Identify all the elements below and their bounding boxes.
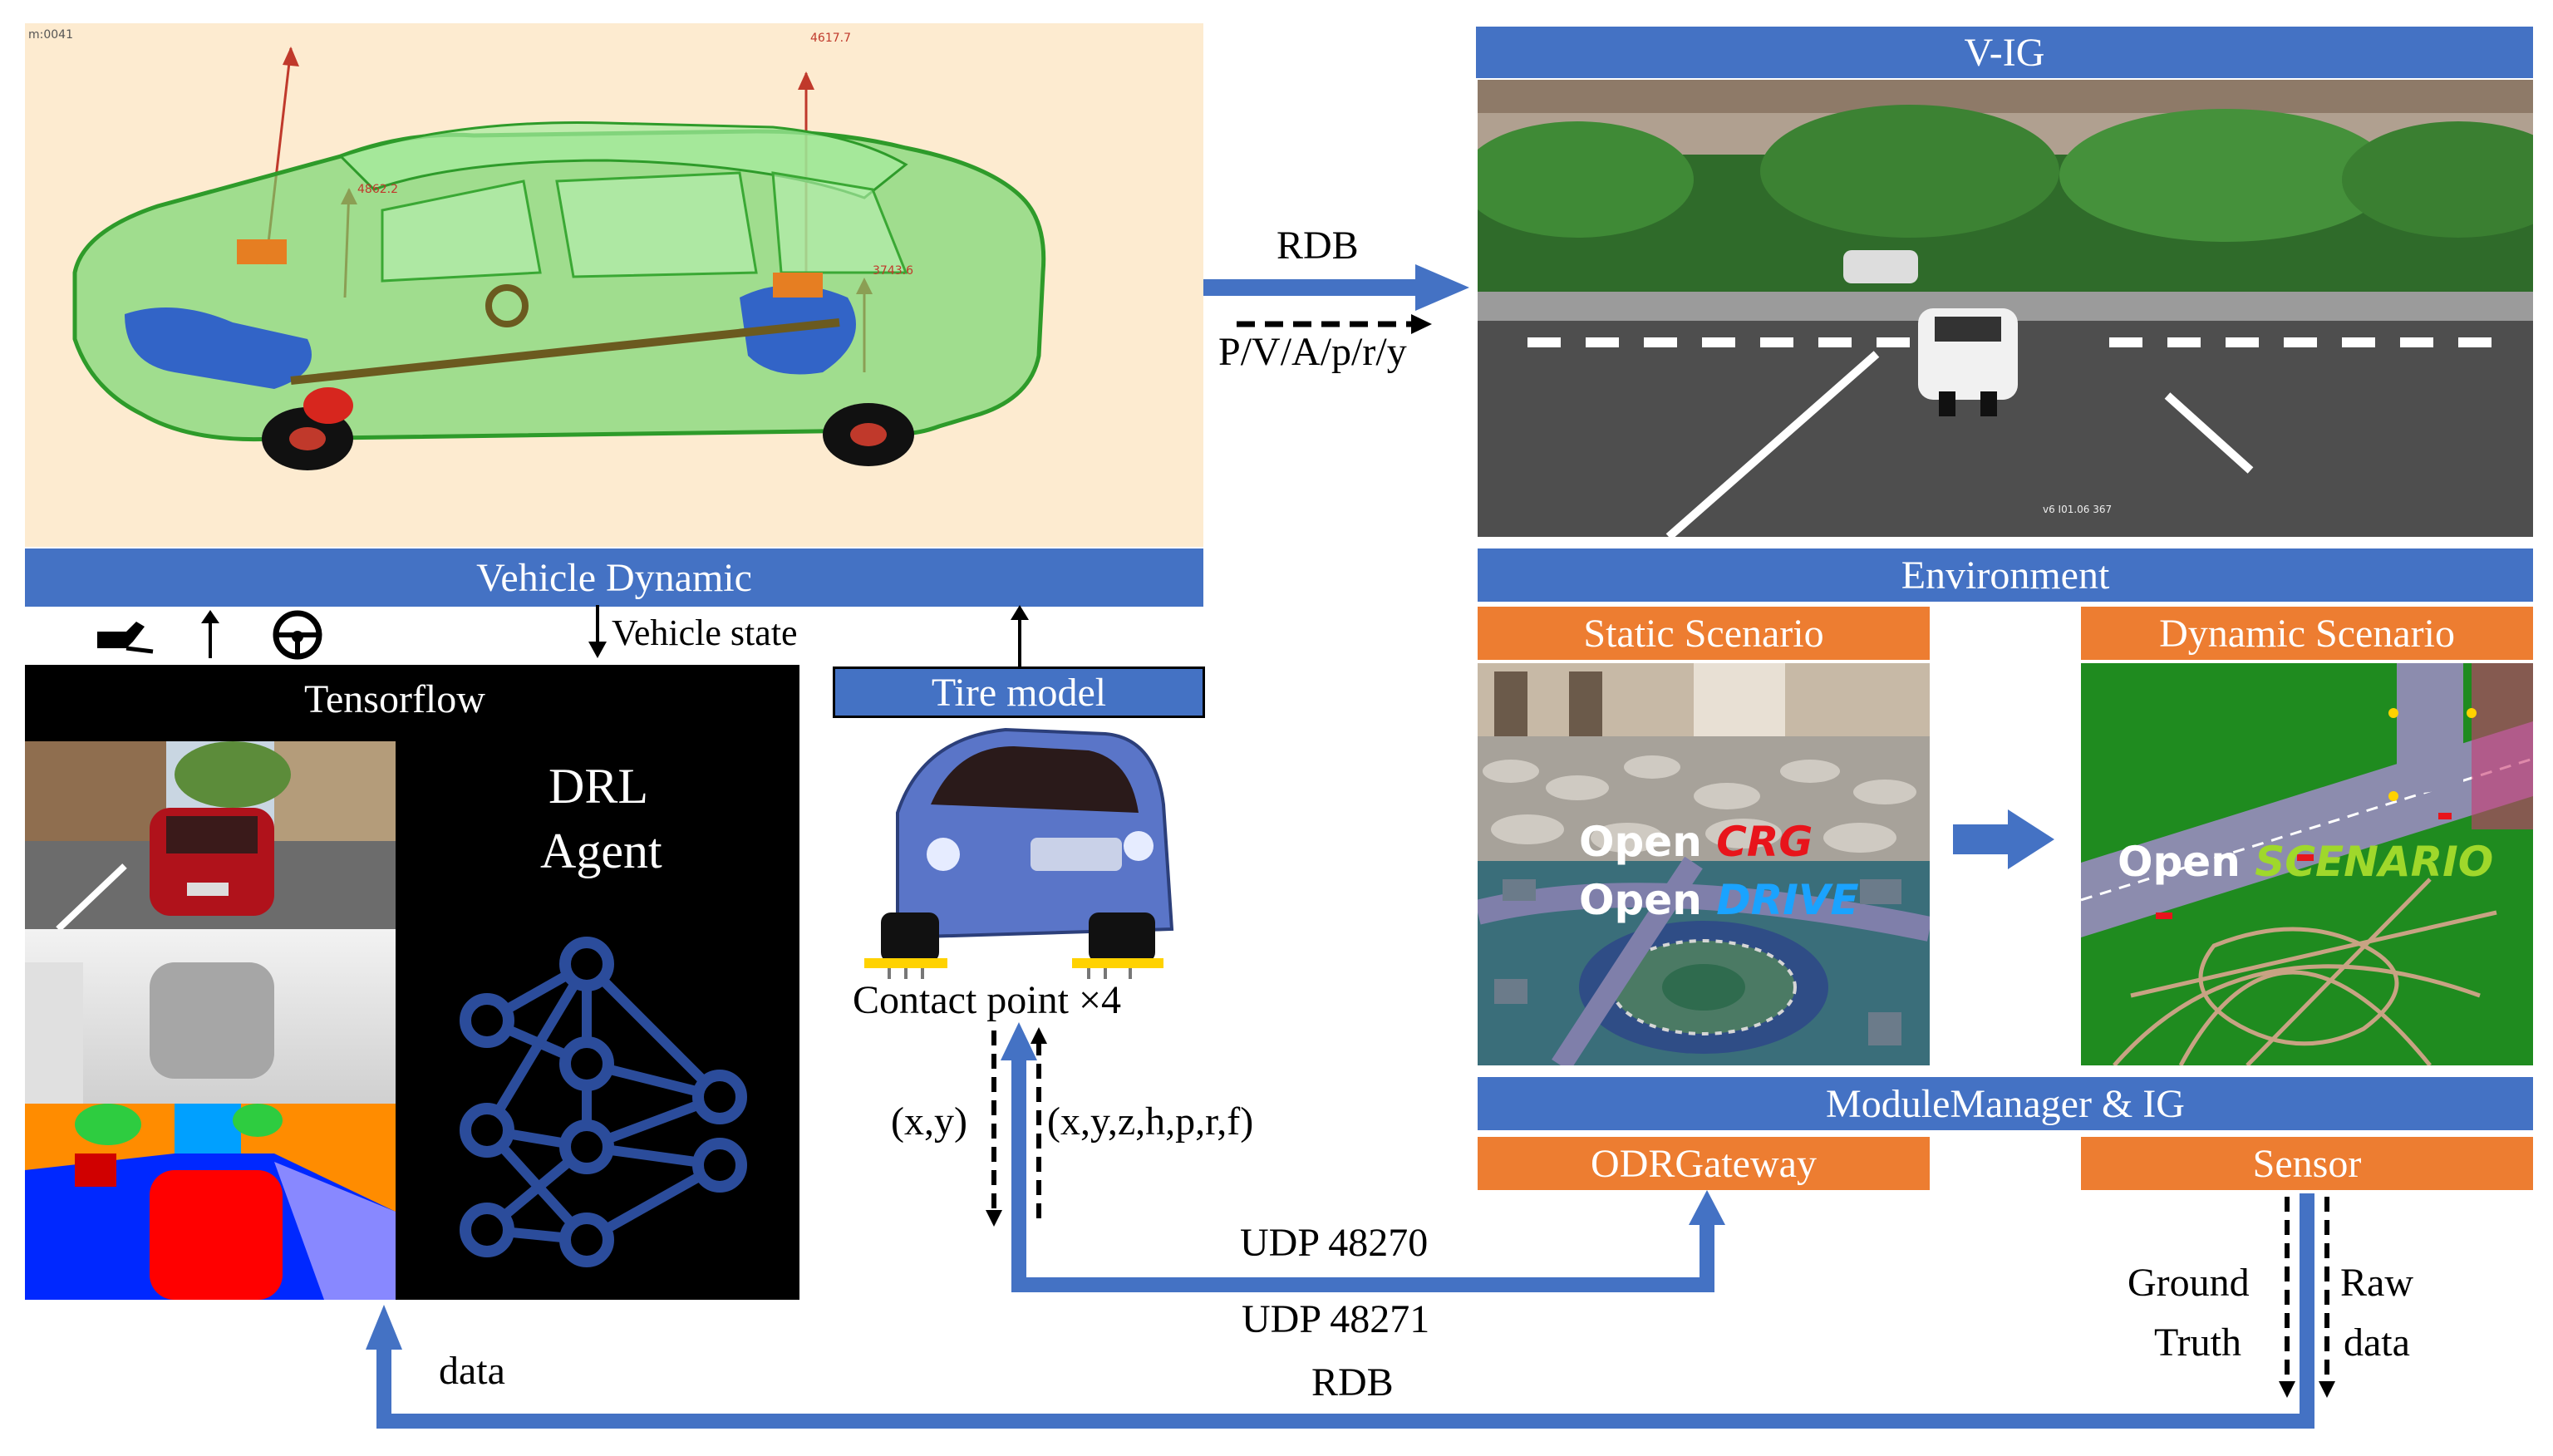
- open-scenario-suffix: SCENARIO: [2255, 838, 2494, 886]
- car-body-illustration: [72, 47, 1046, 470]
- vig-bar: V-IG: [1476, 27, 2533, 78]
- data-label: data: [439, 1349, 505, 1393]
- tire-model-bar: Tire model: [833, 667, 1205, 718]
- udp-port-2-label: UDP 48271: [1242, 1297, 1430, 1341]
- rdb-protocol-label: RDB: [1311, 1360, 1394, 1404]
- open-crg-prefix: Open: [1579, 818, 1702, 866]
- dynamic-scenario-image: Open SCENARIO: [2081, 663, 2533, 1065]
- vehicle-state-label: Vehicle state: [612, 612, 798, 653]
- dynamic-scenario-bar: Dynamic Scenario: [2081, 607, 2533, 660]
- camera-rgb-image: [25, 741, 396, 929]
- contact-point-label: Contact point ×4: [853, 978, 1122, 1022]
- rdb-top-label: RDB: [1276, 224, 1359, 268]
- force-readout-b: 4862.2: [357, 183, 398, 196]
- tensorflow-panel: Tensorflow: [25, 665, 799, 1300]
- open-drive-prefix: Open: [1579, 876, 1702, 924]
- vig-version: v6 I01.06 367: [2043, 504, 2113, 515]
- drl-label-1: DRL: [548, 759, 648, 814]
- sensor-bar: Sensor: [2081, 1137, 2533, 1190]
- open-crg-text: Open CRG: [1579, 818, 1813, 866]
- drl-label-2: Agent: [540, 824, 662, 878]
- brake-icon: [97, 622, 154, 654]
- open-drive-text: Open DRIVE: [1579, 876, 1859, 924]
- tire-input-label: (x,y): [891, 1099, 967, 1144]
- tire-output-label: (x,y,z,h,p,r,f): [1047, 1099, 1254, 1144]
- static-scenario-image: Open CRG Open DRIVE: [1478, 663, 1930, 1065]
- ground-truth-label-1: Ground: [2128, 1261, 2250, 1305]
- tire-model-up-arrow: [1011, 605, 1029, 668]
- udp-port-1-label: UDP 48270: [1240, 1221, 1429, 1265]
- vehicle-dynamic-render: m:0041 4617.7: [25, 23, 1203, 547]
- rdb-bottom-label: P/V/A/p/r/y: [1218, 330, 1407, 374]
- steering-wheel-icon: [273, 610, 322, 660]
- camera-depth-image: [25, 929, 396, 1104]
- open-scenario-prefix: Open: [2118, 838, 2241, 886]
- raw-data-label-2: data: [2344, 1321, 2410, 1365]
- open-scenario-text: Open SCENARIO: [2118, 838, 2493, 886]
- vehicle-state-arrow: [588, 605, 607, 658]
- static-to-dynamic-arrow: [1953, 809, 2054, 869]
- camera-segmentation-image: [25, 1104, 396, 1300]
- module-manager-bar: ModuleManager & IG: [1478, 1077, 2533, 1130]
- neural-network-icon: [460, 937, 747, 1267]
- force-readout-a: 4617.7: [810, 32, 851, 45]
- open-drive-suffix: DRIVE: [1716, 876, 1859, 924]
- odr-gateway-bar: ODRGateway: [1478, 1137, 1930, 1190]
- vig-scene: v6 I01.06 367: [1478, 80, 2533, 537]
- rdb-arrow: [1203, 264, 1469, 334]
- static-scenario-bar: Static Scenario: [1478, 607, 1930, 660]
- up-arrow-control: [201, 610, 219, 658]
- force-readout-c: 3743.6: [873, 264, 913, 278]
- frame-readout: m:0041: [28, 28, 73, 42]
- tire-model-car-render: [839, 721, 1205, 979]
- open-crg-suffix: CRG: [1716, 818, 1813, 866]
- environment-bar: Environment: [1478, 548, 2533, 602]
- ground-truth-label-2: Truth: [2154, 1321, 2241, 1365]
- vehicle-dynamic-bar: Vehicle Dynamic: [25, 548, 1203, 607]
- tensorflow-label: Tensorflow: [304, 677, 485, 721]
- raw-data-label-1: Raw: [2340, 1261, 2413, 1305]
